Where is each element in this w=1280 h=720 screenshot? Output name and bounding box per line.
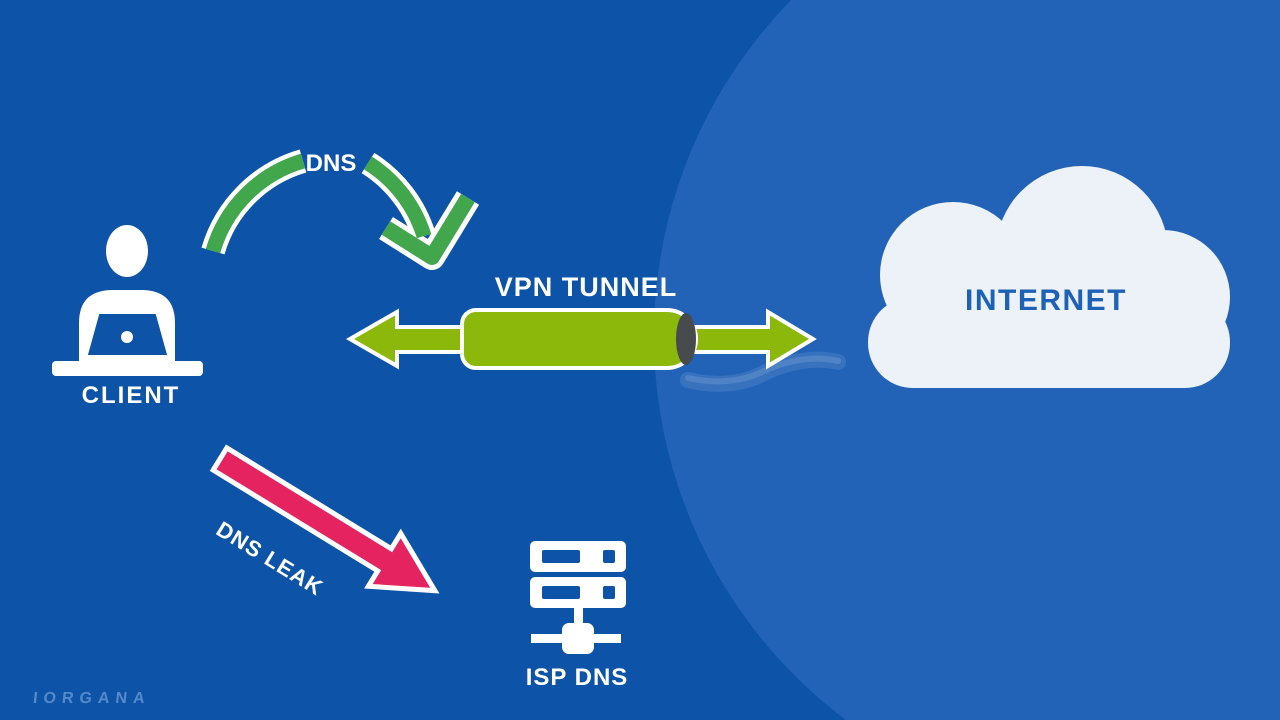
dns-leak-arrow <box>209 444 440 594</box>
client-icon <box>52 225 203 376</box>
dns-flow-label: DNS <box>305 150 357 177</box>
vpn-tunnel-shape <box>345 308 817 370</box>
tunnel-opening-icon <box>676 313 696 365</box>
internet-label: INTERNET <box>965 284 1127 317</box>
server-icon <box>530 541 626 654</box>
tunnel-pipe-icon <box>460 308 699 370</box>
dns-arrowhead-icon <box>381 193 475 265</box>
dns-arc-arrow <box>201 149 480 270</box>
swoosh-highlight <box>680 351 846 392</box>
client-label: CLIENT <box>81 382 181 409</box>
vpn-tunnel-label: VPN TUNNEL <box>494 272 678 302</box>
isp-dns-label: ISP DNS <box>525 664 629 691</box>
watermark: IORGANA <box>32 690 152 707</box>
cloud-icon <box>868 166 1230 388</box>
